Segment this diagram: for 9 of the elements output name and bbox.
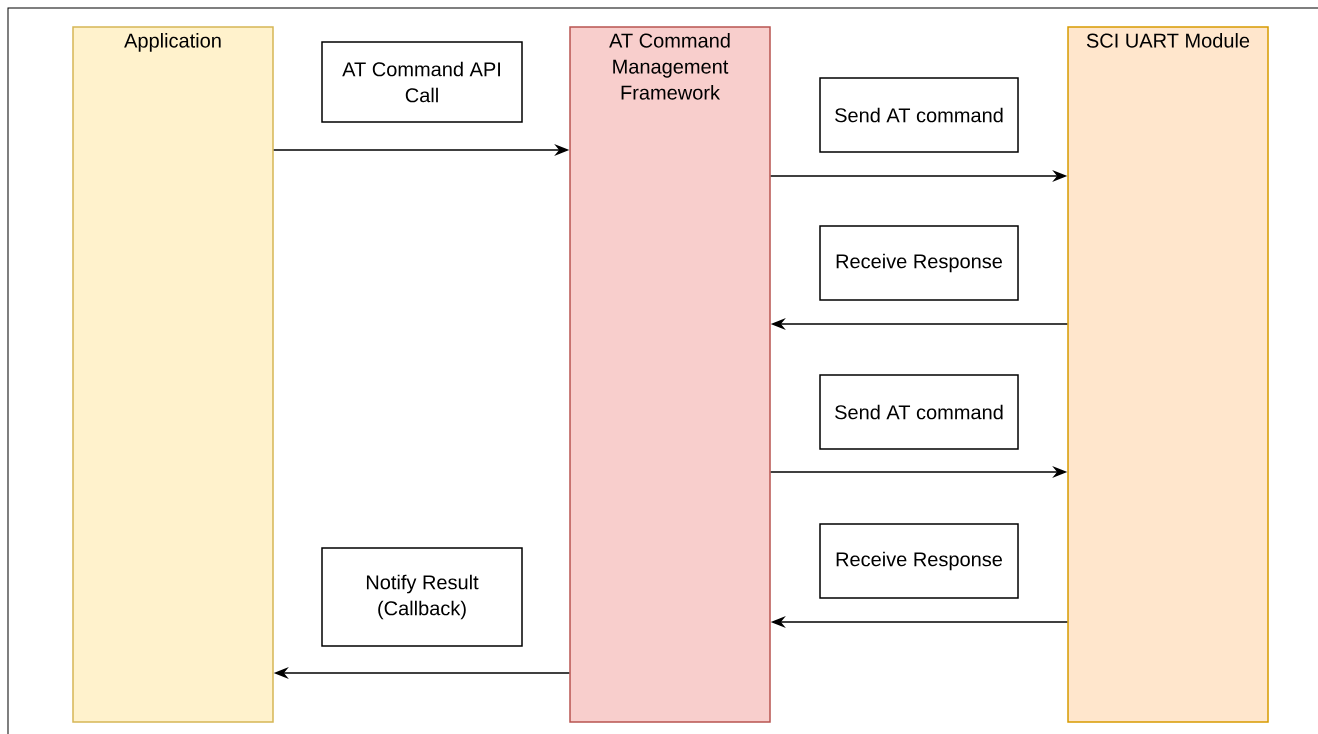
label-box: Send AT command [819,374,1019,450]
label-box: Receive Response [819,225,1019,301]
lifeline-bar: SCI UART Module [1067,26,1269,723]
label-box: Notify Result (Callback) [321,547,523,647]
label-box: Receive Response [819,523,1019,599]
lifeline-bar: Application [72,26,274,723]
label-box: Send AT command [819,77,1019,153]
lifeline-bar: AT Command Management Framework [569,26,771,723]
label-box: AT Command API Call [321,41,523,123]
